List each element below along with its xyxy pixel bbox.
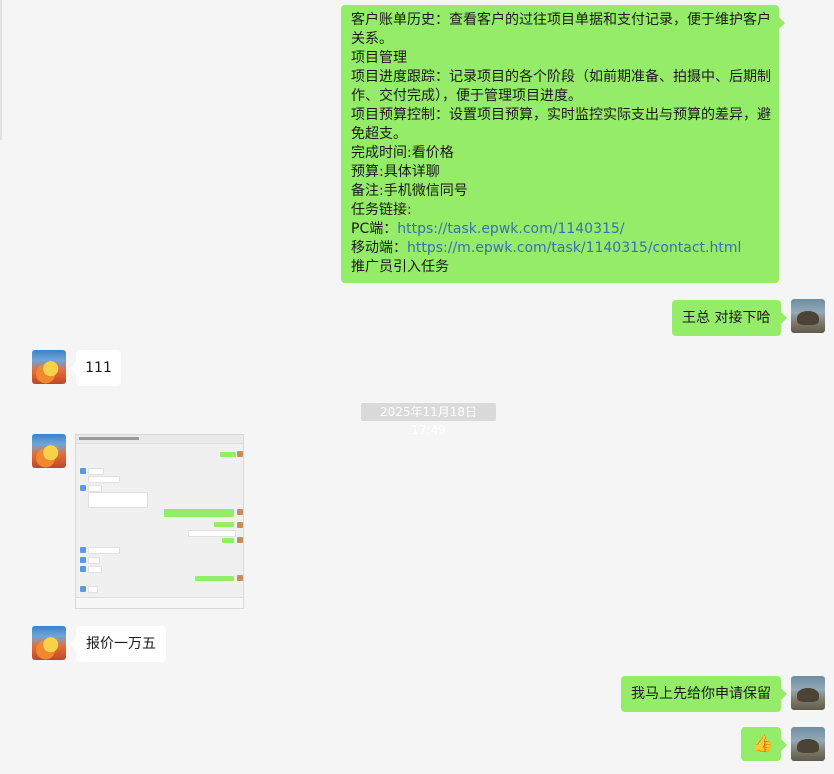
thumbnail-avatar	[80, 485, 86, 491]
thumbnail-bubble	[164, 509, 234, 517]
message-text: 我马上先给你申请保留	[631, 686, 771, 702]
thumbnail-bubble	[195, 576, 234, 581]
message-line: 推广员引入任务	[351, 259, 449, 275]
self-avatar[interactable]	[791, 676, 825, 710]
thumbnail-avatar	[80, 547, 86, 553]
message-line: 项目预算控制：设置项目预算，实时监控实际支出与预算的差异，避	[351, 107, 771, 123]
outgoing-message-bubble[interactable]: 我马上先给你申请保留	[621, 676, 787, 712]
mobile-task-link[interactable]: https://m.epwk.com/task/1140315/contact.…	[407, 240, 742, 256]
message-line: 关系。	[351, 31, 393, 47]
thumbnail-avatar	[237, 509, 243, 515]
message-line: 任务链接:	[351, 202, 412, 218]
long-message-bubble[interactable]: 客户账单历史：查看客户的过往项目单据和支付记录，便于维护客户 关系。 项目管理 …	[341, 5, 785, 283]
thumbnail-bubble	[88, 476, 120, 483]
message-line: 预算:具体详聊	[351, 164, 440, 180]
thumbnail-avatar	[80, 468, 86, 474]
contact-avatar[interactable]	[32, 626, 66, 660]
thumbnail-titlebar	[76, 435, 243, 444]
thumbnail-bubble	[88, 566, 102, 573]
contact-avatar[interactable]	[32, 434, 66, 468]
thumbnail-avatar	[80, 557, 86, 563]
message-line: 项目管理	[351, 50, 407, 66]
thumbnail-bubble	[222, 538, 234, 543]
thumbnail-bubble	[214, 522, 234, 527]
message-text: 111	[85, 360, 112, 376]
thumbnail-avatar	[80, 586, 86, 592]
message-line: 项目进度跟踪：记录项目的各个阶段（如前期准备、拍摄中、后期制	[351, 69, 771, 85]
thumbnail-avatar	[80, 566, 86, 572]
emoji-message-bubble[interactable]: 👍	[741, 727, 787, 761]
thumbnail-bubble	[88, 468, 104, 475]
mobile-link-line: 移动端：https://m.epwk.com/task/1140315/cont…	[351, 239, 769, 258]
contact-avatar[interactable]	[32, 350, 66, 384]
message-line: 免超支。	[351, 126, 407, 142]
message-timestamp: 2025年11月18日 17:49	[361, 403, 496, 437]
thumbnail-bubble	[220, 452, 236, 457]
thumbnail-bubble	[88, 485, 102, 492]
pc-link-line: PC端：https://task.epwk.com/1140315/	[351, 220, 769, 239]
thumbnail-bubble	[88, 557, 100, 564]
thumbnail-avatar	[237, 575, 243, 581]
message-text: 王总 对接下哈	[682, 310, 771, 326]
thumbs-up-icon: 👍	[752, 734, 774, 754]
message-line: 备注:手机微信同号	[351, 183, 468, 199]
message-line: 客户账单历史：查看客户的过往项目单据和支付记录，便于维护客户	[351, 12, 771, 28]
thumbnail-title	[79, 437, 139, 440]
self-avatar[interactable]	[791, 299, 825, 333]
screenshot-image-message[interactable]	[75, 434, 244, 609]
pc-task-link[interactable]: https://task.epwk.com/1140315/	[397, 221, 625, 237]
incoming-message-bubble[interactable]: 报价一万五	[70, 626, 166, 662]
incoming-message-bubble[interactable]: 111	[70, 350, 121, 386]
mobile-label: 移动端：	[351, 240, 407, 256]
thumbnail-bubble	[88, 492, 148, 508]
thumbnail-bubble	[188, 530, 236, 537]
self-avatar[interactable]	[791, 727, 825, 761]
thumbnail-bubble	[88, 586, 98, 593]
thumbnail-bubble	[88, 547, 120, 554]
thumbnail-avatar	[237, 451, 243, 457]
thumbnail-input-bar	[76, 597, 243, 608]
message-line: 完成时间:看价格	[351, 145, 454, 161]
message-line: 作、交付完成），便于管理项目进度。	[351, 88, 582, 104]
pc-label: PC端：	[351, 221, 398, 237]
thumbnail-avatar	[237, 537, 243, 543]
message-text: 报价一万五	[86, 636, 156, 652]
thumbnail-avatar	[237, 522, 243, 528]
window-edge	[0, 0, 2, 140]
outgoing-message-bubble[interactable]: 王总 对接下哈	[672, 300, 787, 336]
